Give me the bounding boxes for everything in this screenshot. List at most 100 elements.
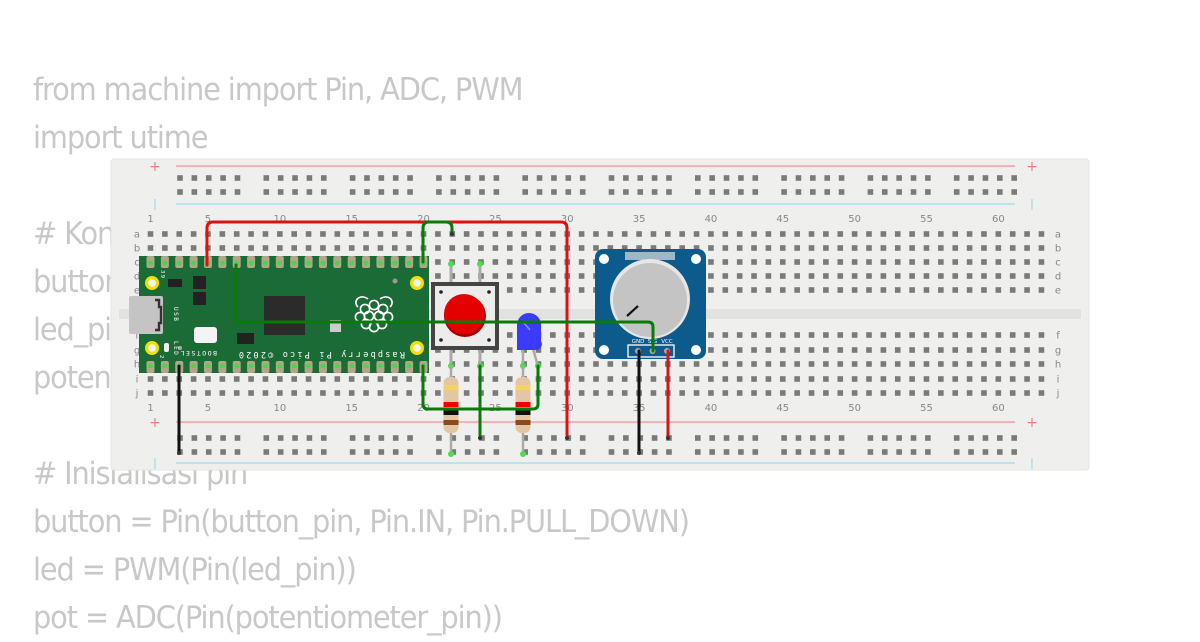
breadboard-hole[interactable] bbox=[923, 259, 930, 265]
breadboard-hole[interactable] bbox=[794, 245, 800, 251]
breadboard-hole[interactable] bbox=[751, 245, 757, 251]
rail-hole[interactable] bbox=[306, 449, 313, 455]
rail-hole[interactable] bbox=[320, 189, 327, 195]
rail-hole[interactable] bbox=[292, 189, 298, 195]
rail-hole[interactable] bbox=[738, 435, 744, 441]
breadboard-hole[interactable] bbox=[995, 231, 1002, 237]
breadboard-hole[interactable] bbox=[1024, 376, 1030, 382]
breadboard-hole[interactable] bbox=[880, 259, 887, 265]
breadboard-hole[interactable] bbox=[851, 390, 858, 396]
breadboard-hole[interactable] bbox=[219, 376, 226, 382]
breadboard-hole[interactable] bbox=[837, 376, 844, 382]
breadboard-hole[interactable] bbox=[190, 245, 197, 251]
breadboard-hole[interactable] bbox=[923, 390, 930, 396]
breadboard-hole[interactable] bbox=[190, 376, 197, 382]
breadboard-hole[interactable] bbox=[578, 245, 585, 251]
breadboard-hole[interactable] bbox=[794, 376, 800, 382]
breadboard-hole[interactable] bbox=[535, 347, 542, 353]
rail-hole[interactable] bbox=[651, 189, 658, 195]
breadboard-hole[interactable] bbox=[578, 231, 585, 237]
breadboard-hole[interactable] bbox=[938, 390, 944, 396]
breadboard-hole[interactable] bbox=[550, 361, 556, 367]
rail-hole[interactable] bbox=[709, 449, 715, 455]
breadboard-hole[interactable] bbox=[1024, 245, 1030, 251]
breadboard-hole[interactable] bbox=[708, 287, 714, 293]
rail-hole[interactable] bbox=[695, 175, 701, 181]
rail-hole[interactable] bbox=[349, 449, 356, 455]
rail-hole[interactable] bbox=[522, 189, 528, 195]
rail-hole[interactable] bbox=[695, 189, 701, 195]
breadboard-hole[interactable] bbox=[866, 287, 872, 293]
breadboard-hole[interactable] bbox=[851, 231, 858, 237]
breadboard-hole[interactable] bbox=[1009, 259, 1016, 265]
rail-hole[interactable] bbox=[623, 435, 629, 441]
breadboard-hole[interactable] bbox=[435, 273, 441, 279]
rail-hole[interactable] bbox=[824, 435, 831, 441]
breadboard-hole[interactable] bbox=[966, 245, 973, 251]
breadboard-hole[interactable] bbox=[823, 376, 829, 382]
rail-hole[interactable] bbox=[579, 449, 586, 455]
breadboard-hole[interactable] bbox=[952, 231, 959, 237]
rail-hole[interactable] bbox=[205, 175, 212, 181]
breadboard-hole[interactable] bbox=[808, 332, 815, 338]
pot-knob[interactable] bbox=[613, 263, 687, 337]
breadboard-hole[interactable] bbox=[463, 273, 470, 279]
rail-hole[interactable] bbox=[205, 189, 212, 195]
rail-hole[interactable] bbox=[177, 175, 183, 181]
breadboard-hole[interactable] bbox=[981, 347, 987, 353]
breadboard-hole[interactable] bbox=[578, 332, 585, 338]
breadboard-hole[interactable] bbox=[593, 376, 599, 382]
rail-hole[interactable] bbox=[464, 449, 471, 455]
breadboard-hole[interactable] bbox=[463, 245, 470, 251]
breadboard-hole[interactable] bbox=[233, 245, 240, 251]
breadboard-hole[interactable] bbox=[363, 231, 369, 237]
rail-hole[interactable] bbox=[234, 449, 241, 455]
breadboard-hole[interactable] bbox=[305, 376, 312, 382]
breadboard-hole[interactable] bbox=[837, 231, 844, 237]
breadboard-hole[interactable] bbox=[621, 361, 628, 367]
breadboard-hole[interactable] bbox=[463, 390, 470, 396]
rail-hole[interactable] bbox=[191, 435, 198, 441]
breadboard-hole[interactable] bbox=[1009, 287, 1016, 293]
breadboard-hole[interactable] bbox=[492, 259, 499, 265]
breadboard-hole[interactable] bbox=[966, 376, 973, 382]
rail-hole[interactable] bbox=[925, 175, 931, 181]
rail-hole[interactable] bbox=[392, 175, 399, 181]
breadboard-hole[interactable] bbox=[736, 287, 743, 293]
breadboard-hole[interactable] bbox=[894, 332, 901, 338]
rail-hole[interactable] bbox=[450, 449, 457, 455]
breadboard-hole[interactable] bbox=[837, 259, 844, 265]
breadboard-hole[interactable] bbox=[952, 287, 959, 293]
rail-hole[interactable] bbox=[608, 189, 615, 195]
breadboard-hole[interactable] bbox=[521, 259, 527, 265]
breadboard-hole[interactable] bbox=[1038, 259, 1045, 265]
breadboard-hole[interactable] bbox=[535, 259, 542, 265]
breadboard-hole[interactable] bbox=[722, 361, 729, 367]
breadboard-hole[interactable] bbox=[736, 376, 743, 382]
rail-hole[interactable] bbox=[910, 435, 917, 441]
breadboard-hole[interactable] bbox=[765, 347, 772, 353]
breadboard-hole[interactable] bbox=[377, 245, 384, 251]
breadboard-hole[interactable] bbox=[995, 347, 1002, 353]
breadboard-hole[interactable] bbox=[535, 287, 542, 293]
breadboard-hole[interactable] bbox=[851, 273, 858, 279]
breadboard-hole[interactable] bbox=[995, 376, 1002, 382]
breadboard-hole[interactable] bbox=[866, 332, 872, 338]
breadboard-hole[interactable] bbox=[277, 231, 283, 237]
rail-hole[interactable] bbox=[651, 435, 658, 441]
breadboard-hole[interactable] bbox=[794, 390, 800, 396]
rail-hole[interactable] bbox=[220, 435, 226, 441]
breadboard-hole[interactable] bbox=[909, 231, 915, 237]
rail-hole[interactable] bbox=[536, 449, 543, 455]
breadboard-hole[interactable] bbox=[851, 332, 858, 338]
breadboard-hole[interactable] bbox=[823, 287, 829, 293]
rail-hole[interactable] bbox=[738, 189, 744, 195]
breadboard-hole[interactable] bbox=[981, 332, 987, 338]
rail-hole[interactable] bbox=[997, 189, 1003, 195]
rail-hole[interactable] bbox=[436, 449, 442, 455]
breadboard-hole[interactable] bbox=[938, 332, 944, 338]
breadboard-hole[interactable] bbox=[1009, 361, 1016, 367]
breadboard-hole[interactable] bbox=[866, 390, 872, 396]
rail-hole[interactable] bbox=[464, 189, 471, 195]
breadboard-hole[interactable] bbox=[262, 245, 269, 251]
